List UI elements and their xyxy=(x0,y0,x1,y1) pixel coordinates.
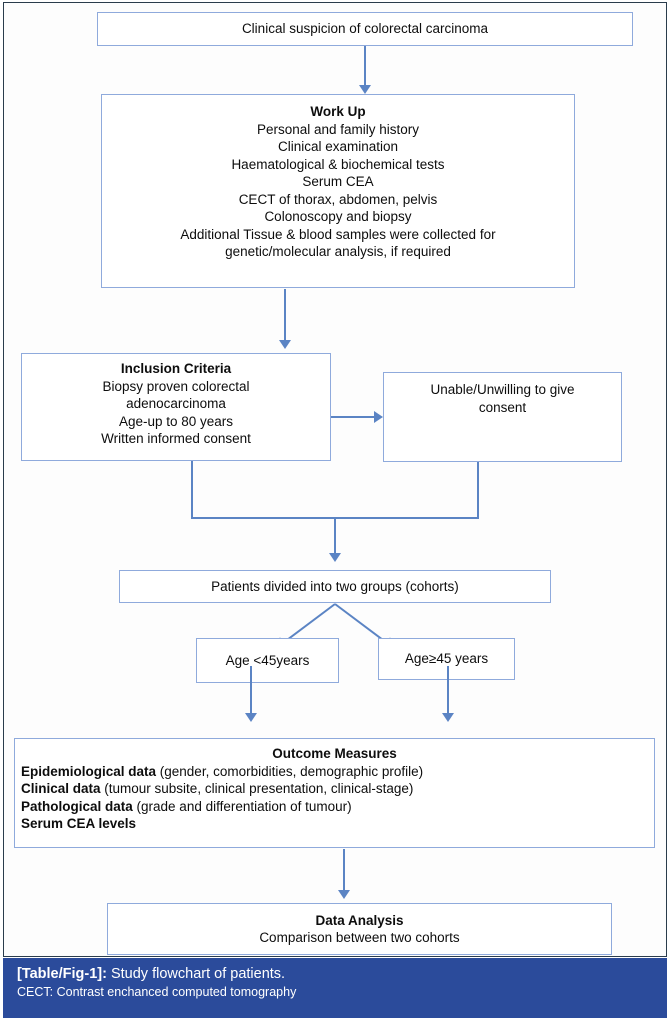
node-outcome-row-3: Pathological data (grade and differentia… xyxy=(21,798,648,816)
node-work-up-line-3: Haematological & biochemical tests xyxy=(231,156,445,172)
node-work-up-line-7: Additional Tissue & blood samples were c… xyxy=(180,226,496,242)
node-outcome-row-4: Serum CEA levels xyxy=(21,815,648,833)
node-inclusion-line-2: adenocarcinoma xyxy=(126,396,226,411)
figure-caption-bar: [Table/Fig-1]: Study flowchart of patien… xyxy=(3,958,667,1018)
figure-caption-abbreviation: CECT: Contrast enchanced computed tomogr… xyxy=(17,985,297,999)
node-outcome-row-2-rest: (tumour subsite, clinical presentation, … xyxy=(100,781,414,796)
connector-workup-to-inclusion xyxy=(284,289,286,341)
arrowhead-young-to-outcome xyxy=(245,713,257,722)
connector-inclusion-drop xyxy=(191,461,193,518)
node-outcome-row-4-bold: Serum CEA levels xyxy=(21,816,137,831)
node-work-up-line-6: Colonoscopy and biopsy xyxy=(264,209,412,224)
node-outcome-row-2: Clinical data (tumour subsite, clinical … xyxy=(21,780,648,798)
node-excluded-line-2: consent xyxy=(478,399,527,415)
node-work-up-line-5: CECT of thorax, abdomen, pelvis xyxy=(238,191,438,207)
node-inclusion-line-1: Biopsy proven colorectal xyxy=(102,378,250,394)
connector-join-to-cohorts xyxy=(334,517,336,555)
node-inclusion-line-4: Written informed consent xyxy=(101,431,251,446)
arrowhead-outcome-to-analysis xyxy=(338,890,350,899)
arrowhead-suspicion-to-workup xyxy=(359,85,371,94)
node-age-45-and-over-text: Age≥45 years xyxy=(404,651,489,667)
node-work-up-line-4: Serum CEA xyxy=(302,174,374,189)
node-inclusion-title: Inclusion Criteria xyxy=(120,361,232,376)
figure-caption-title: Study flowchart of patients. xyxy=(106,966,286,982)
node-patients-cohorts-text: Patients divided into two groups (cohort… xyxy=(211,578,459,594)
arrowhead-old-to-outcome xyxy=(442,713,454,722)
node-work-up-title: Work Up xyxy=(310,104,366,119)
arrowhead-inclusion-to-excluded xyxy=(374,411,383,423)
connector-suspicion-to-workup xyxy=(364,46,366,86)
node-work-up: Work Up Personal and family history Clin… xyxy=(101,94,575,288)
node-outcome-row-3-bold: Pathological data xyxy=(21,798,133,814)
node-age-45-and-over: Age≥45 years xyxy=(378,638,515,680)
node-inclusion-line-3: Age-up to 80 years xyxy=(118,413,234,429)
node-age-under-45-text: Age <45years xyxy=(225,652,310,668)
node-work-up-line-8: genetic/molecular analysis, if required xyxy=(225,244,451,259)
node-age-under-45: Age <45years xyxy=(196,638,339,683)
node-outcome-row-1-bold: Epidemiological data xyxy=(21,763,157,779)
node-clinical-suspicion-text: Clinical suspicion of colorectal carcino… xyxy=(241,21,489,37)
arrowhead-workup-to-inclusion xyxy=(279,340,291,349)
connector-inclusion-to-excluded xyxy=(331,416,375,418)
node-data-analysis-line: Comparison between two cohorts xyxy=(259,930,460,945)
arrowhead-join-to-cohorts xyxy=(329,553,341,562)
node-clinical-suspicion: Clinical suspicion of colorectal carcino… xyxy=(97,12,633,46)
node-outcome-measures: Outcome Measures Epidemiological data (g… xyxy=(14,738,655,848)
connector-outcome-to-analysis xyxy=(343,849,345,891)
node-patients-cohorts: Patients divided into two groups (cohort… xyxy=(119,570,551,603)
node-outcome-row-1-rest: (gender, comorbidities, demographic prof… xyxy=(156,763,424,779)
node-excluded-consent: Unable/Unwilling to give consent xyxy=(383,372,622,462)
figure-caption-main: [Table/Fig-1]: Study flowchart of patien… xyxy=(17,965,657,984)
node-excluded-line-1: Unable/Unwilling to give xyxy=(430,382,575,397)
node-outcome-title: Outcome Measures xyxy=(272,746,397,761)
connector-excluded-drop xyxy=(477,462,479,518)
node-data-analysis-title: Data Analysis xyxy=(315,912,404,928)
node-outcome-row-3-rest: (grade and differentiation of tumour) xyxy=(132,798,352,814)
node-data-analysis: Data Analysis Comparison between two coh… xyxy=(107,903,612,955)
connector-old-to-outcome xyxy=(447,666,449,714)
node-work-up-line-1: Personal and family history xyxy=(256,121,420,137)
node-outcome-row-1: Epidemiological data (gender, comorbidit… xyxy=(21,763,648,781)
connector-young-to-outcome xyxy=(250,666,252,714)
node-work-up-line-2: Clinical examination xyxy=(277,139,399,154)
figure-caption-tag: [Table/Fig-1]: xyxy=(17,966,107,982)
node-inclusion-criteria: Inclusion Criteria Biopsy proven colorec… xyxy=(21,353,331,461)
node-outcome-row-2-bold: Clinical data xyxy=(21,781,101,796)
